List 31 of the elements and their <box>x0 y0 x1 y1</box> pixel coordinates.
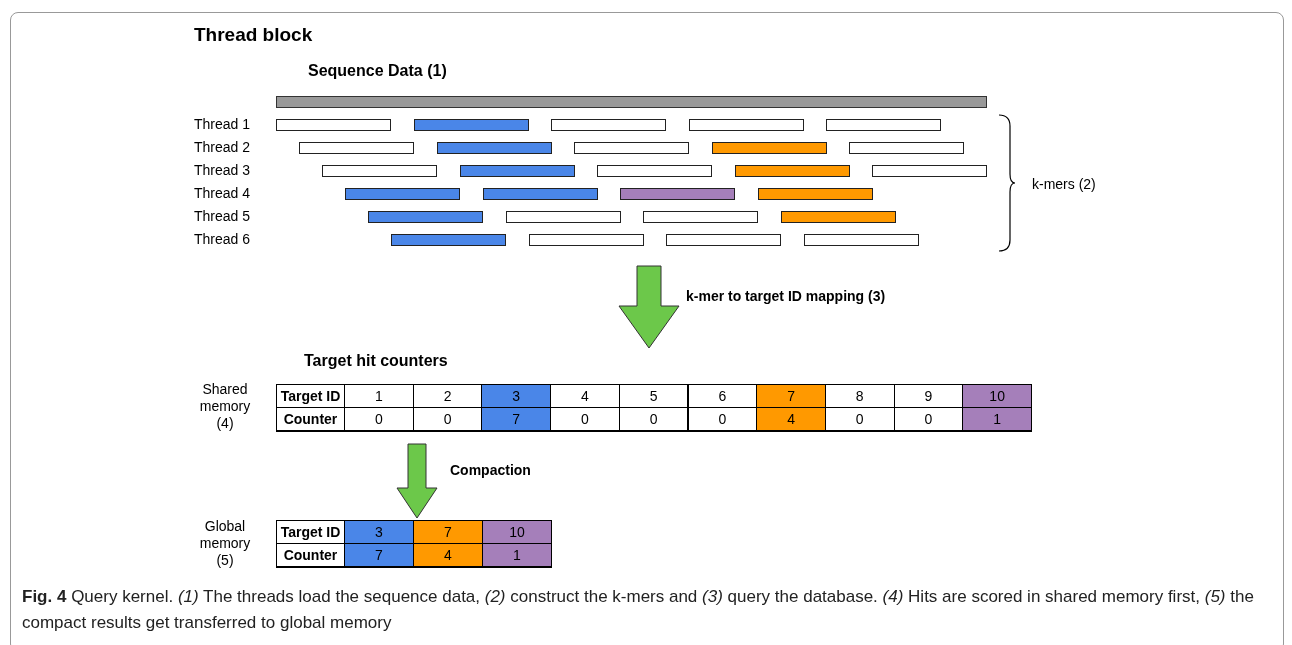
bracket-label: k-mers (2) <box>1032 176 1096 192</box>
count-value: 4 <box>413 543 483 567</box>
target-id-value: 3 <box>344 520 414 544</box>
thread-label: Thread 6 <box>194 231 251 247</box>
target-id-value: 10 <box>482 520 552 544</box>
section-heading: Sequence Data (1) <box>308 62 447 80</box>
thread-label: Thread 3 <box>194 162 251 178</box>
data-table <box>276 520 552 568</box>
section-heading: Target hit counters <box>304 352 448 370</box>
thread-label: Thread 2 <box>194 139 251 155</box>
thread-label: Thread 4 <box>194 185 251 201</box>
side-note: Global memory (5) <box>198 518 252 569</box>
target-id-value: 7 <box>756 384 826 408</box>
thread-label: Thread 1 <box>194 116 251 132</box>
thread-label: Thread 5 <box>194 208 251 224</box>
block-arrow <box>618 265 680 349</box>
side-note: Shared memory (4) <box>198 381 252 432</box>
count-value: 4 <box>756 407 826 431</box>
edge-label: Compaction <box>450 462 531 478</box>
count-value: 7 <box>344 543 414 567</box>
count-value: 7 <box>481 407 552 431</box>
target-id-value: 3 <box>481 384 552 408</box>
target-id-value: 10 <box>962 384 1032 408</box>
target-id-value: 7 <box>413 520 483 544</box>
count-value: 1 <box>962 407 1032 431</box>
block-arrow <box>396 443 438 519</box>
figure-caption: Fig. 4 Query kernel. (1) The threads load the sequence data, (2) construct the k-mers and (3) query the database. (4) Hits are scored in shared memory first, (5) the compact results get transferred to global memory <box>22 586 1255 634</box>
edge-label: k-mer to target ID mapping (3) <box>686 288 886 304</box>
figure-title: Thread block <box>194 24 313 46</box>
count-value: 0 <box>618 407 689 431</box>
count-value: 1 <box>482 543 552 567</box>
